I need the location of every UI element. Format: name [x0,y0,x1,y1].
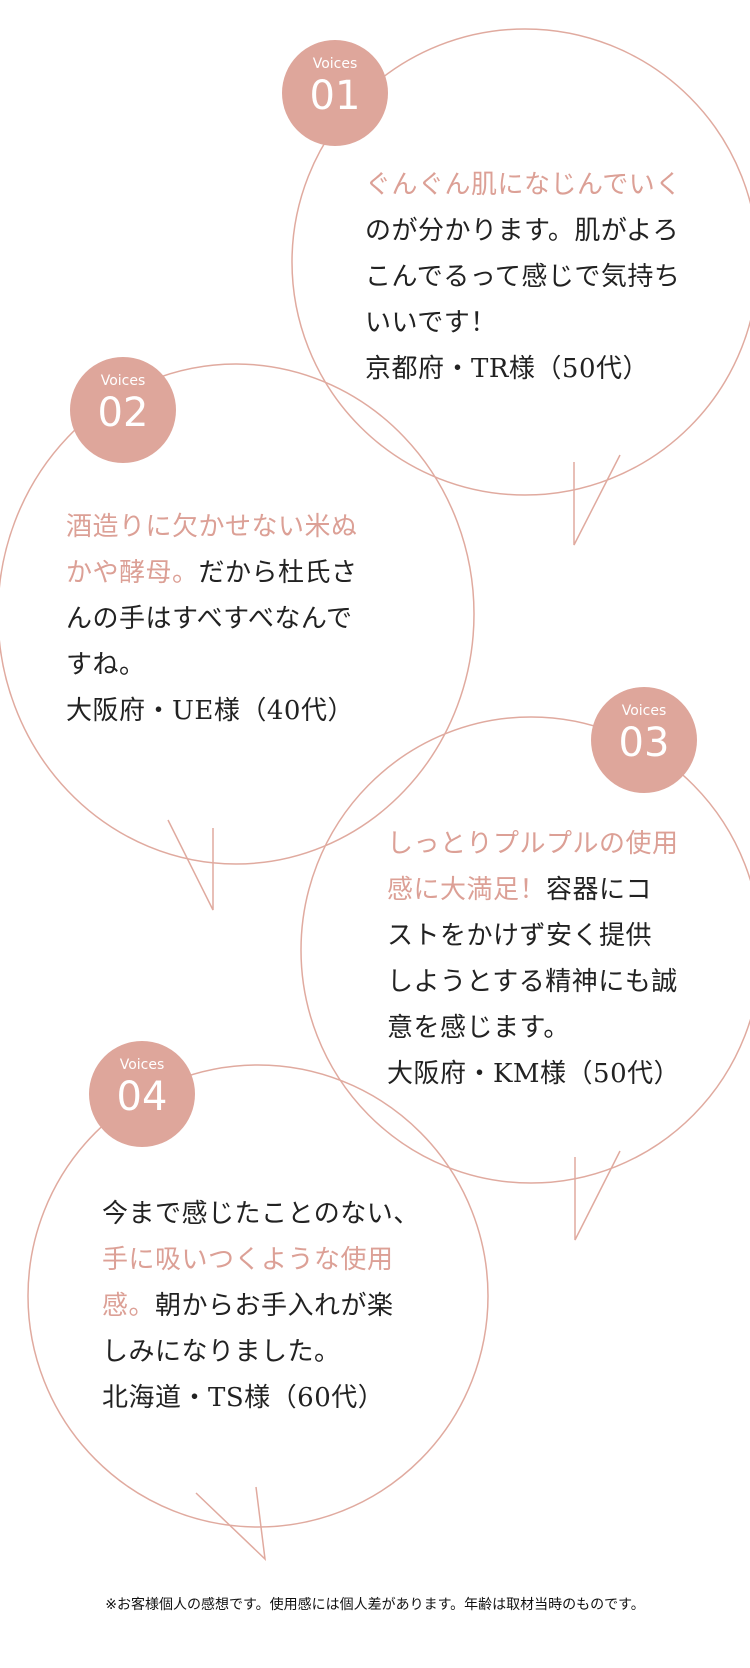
voice-author: 大阪府・UE様（40代） [66,696,354,726]
testimonial-line: 今まで感じたことのない、 [102,1191,420,1237]
testimonial-line: 意を感じます。 [387,1005,680,1051]
bubble-3-outline [300,716,750,1184]
testimonial-line: しみになりました。 [102,1329,420,1375]
voice-author: 大阪府・KM様（50代） [387,1059,681,1089]
body-text: 容器にコ [546,875,653,905]
testimonial-line: ストをかけず安く提供 [387,913,680,959]
voice-author: 京都府・TR様（50代） [365,354,650,384]
body-text: しようとする精神にも誠 [387,967,678,997]
body-text: すね。 [66,650,146,680]
testimonial-line: いいです！ [365,300,682,346]
testimonial-line: すね。 [66,642,358,688]
voice-1-text: ぐんぐん肌になじんでいくのが分かります。肌がよろこんでるって感じで気持ちいいです… [365,162,682,392]
badge-number: 03 [618,720,670,766]
badge-label: Voices [312,56,358,72]
footnote: ※お客様個人の感想です。使用感には個人差があります。年齢は取材当時のものです。 [105,1597,645,1613]
badge-number: 02 [97,390,149,436]
body-text: 今まで感じたことのない、 [102,1199,420,1229]
body-text: んの手はすべすべなんで [66,604,353,634]
body-text: いいです！ [365,308,497,338]
voice-author: 北海道・TS様（60代） [102,1383,385,1413]
voice-2-text: 酒造りに欠かせない米ぬかや酵母。だから杜氏さんの手はすべすべなんですね。大阪府・… [66,504,358,734]
voice-3-text: しっとりプルプルの使用感に大満足！容器にコストをかけず安く提供しようとする精神に… [387,821,680,1097]
body-text: こんでるって感じで気持ち [365,262,681,292]
badge-number: 01 [309,73,361,119]
bubble-2-outline [0,363,475,865]
highlight-text: 感。 [102,1291,156,1321]
testimonial-line: ぐんぐん肌になじんでいく [365,162,682,208]
body-text: 意を感じます。 [387,1013,570,1043]
highlight-text: かや酵母。 [66,558,199,588]
testimonial-line: 手に吸いつくような使用 [102,1237,420,1283]
bubble-3-tail [574,1150,621,1241]
bubble-1-tail [573,454,621,546]
testimonial-line: 感。朝からお手入れが楽 [102,1283,420,1329]
testimonial-line: かや酵母。だから杜氏さ [66,550,358,596]
testimonial-line: 酒造りに欠かせない米ぬ [66,504,358,550]
body-text: のが分かります。肌がよろ [365,216,680,246]
body-text: ストをかけず安く提供 [387,921,653,951]
voice-4-text: 今まで感じたことのない、手に吸いつくような使用感。朝からお手入れが楽しみになりま… [102,1191,420,1421]
testimonial-line: のが分かります。肌がよろ [365,208,682,254]
highlight-text: 手に吸いつくような使用 [102,1245,394,1275]
testimonial-line: しようとする精神にも誠 [387,959,680,1005]
testimonial-line: しっとりプルプルの使用 [387,821,680,867]
highlight-text: 酒造りに欠かせない米ぬ [66,512,358,542]
badge-label: Voices [119,1057,165,1073]
highlight-text: 感に大満足！ [387,875,547,905]
highlight-text: ぐんぐん肌になじんでいく [365,170,682,200]
bubble-4-outline [27,1064,489,1528]
bubble-1-outline [291,28,750,496]
testimonial-line: 感に大満足！容器にコ [387,867,680,913]
badge-label: Voices [621,703,667,719]
badge-number: 04 [116,1074,168,1120]
bubble-4-tail [195,1486,267,1561]
highlight-text: しっとりプルプルの使用 [387,829,679,859]
body-text: しみになりました。 [102,1337,341,1367]
bubble-2-tail [167,819,214,911]
badge-label: Voices [100,373,146,389]
body-text: だから杜氏さ [198,558,358,588]
testimonial-line: こんでるって感じで気持ち [365,254,682,300]
testimonial-line: んの手はすべすべなんで [66,596,358,642]
body-text: 朝からお手入れが楽 [155,1291,394,1321]
